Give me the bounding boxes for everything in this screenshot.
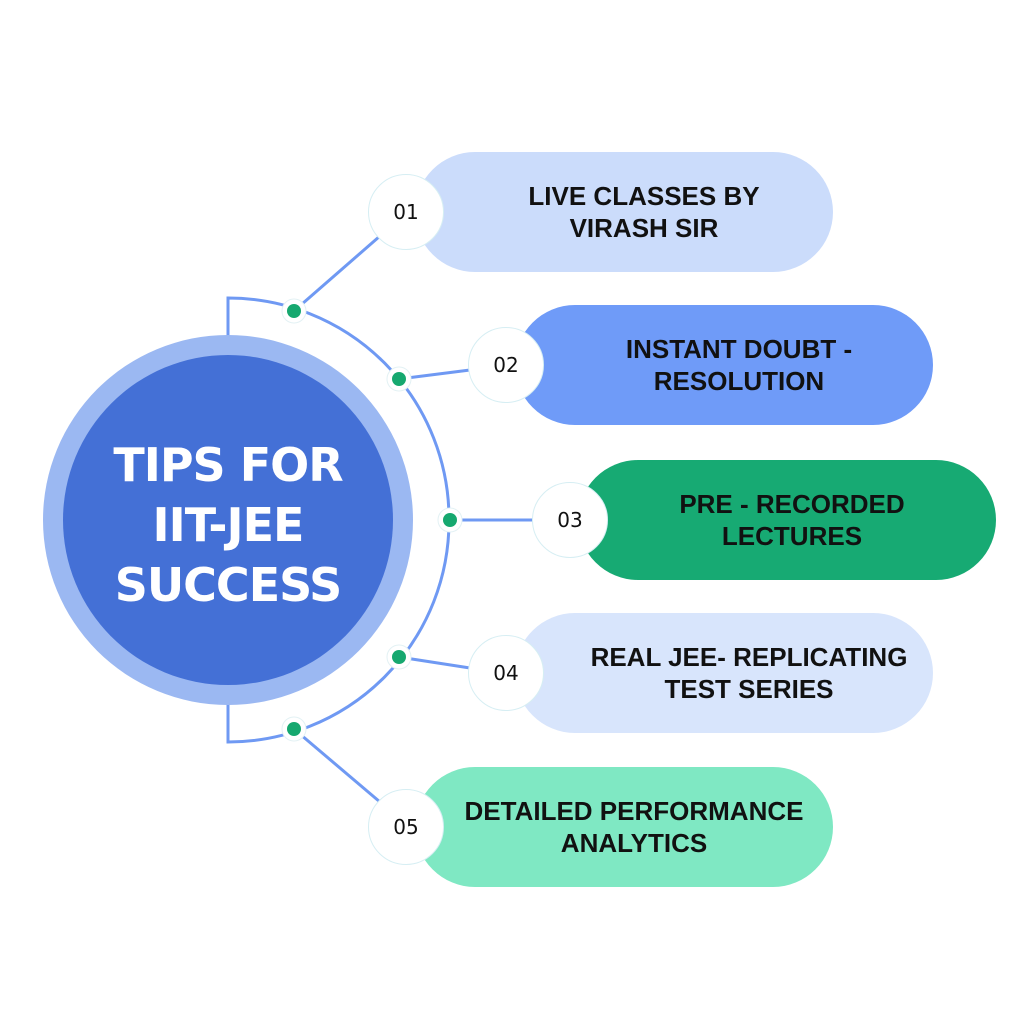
tip-label-01: LIVE CLASSES BY VIRASH SIR bbox=[528, 181, 760, 243]
tip-pill-03: PRE - RECORDED LECTURES bbox=[578, 460, 996, 580]
connector-dot-04 bbox=[386, 644, 412, 670]
tip-label-03: PRE - RECORDED LECTURES bbox=[679, 489, 905, 551]
tip-pill-05: DETAILED PERFORMANCE ANALYTICS bbox=[415, 767, 833, 887]
connector-dot-01 bbox=[281, 298, 307, 324]
tip-number-02: 02 bbox=[468, 327, 544, 403]
tip-number-03: 03 bbox=[532, 482, 608, 558]
tip-label-02: INSTANT DOUBT - RESOLUTION bbox=[625, 334, 853, 396]
connector-dot-05 bbox=[281, 716, 307, 742]
connector-dot-03 bbox=[437, 507, 463, 533]
hub-title: TIPS FOR IIT-JEE SUCCESS bbox=[113, 438, 343, 612]
tip-pill-01: LIVE CLASSES BY VIRASH SIR bbox=[415, 152, 833, 272]
connector-line-05 bbox=[293, 727, 381, 804]
tip-pill-04: REAL JEE- REPLICATING TEST SERIES bbox=[515, 613, 933, 733]
tip-label-05: DETAILED PERFORMANCE ANALYTICS bbox=[464, 796, 804, 858]
tip-number-01: 01 bbox=[368, 174, 444, 250]
tip-number-04: 04 bbox=[468, 635, 544, 711]
tip-pill-02: INSTANT DOUBT - RESOLUTION bbox=[515, 305, 933, 425]
connector-line-01 bbox=[293, 234, 381, 313]
connector-dot-02 bbox=[386, 366, 412, 392]
tip-number-05: 05 bbox=[368, 789, 444, 865]
tip-label-04: REAL JEE- REPLICATING TEST SERIES bbox=[590, 642, 908, 704]
hub-circle: TIPS FOR IIT-JEE SUCCESS bbox=[63, 355, 393, 685]
